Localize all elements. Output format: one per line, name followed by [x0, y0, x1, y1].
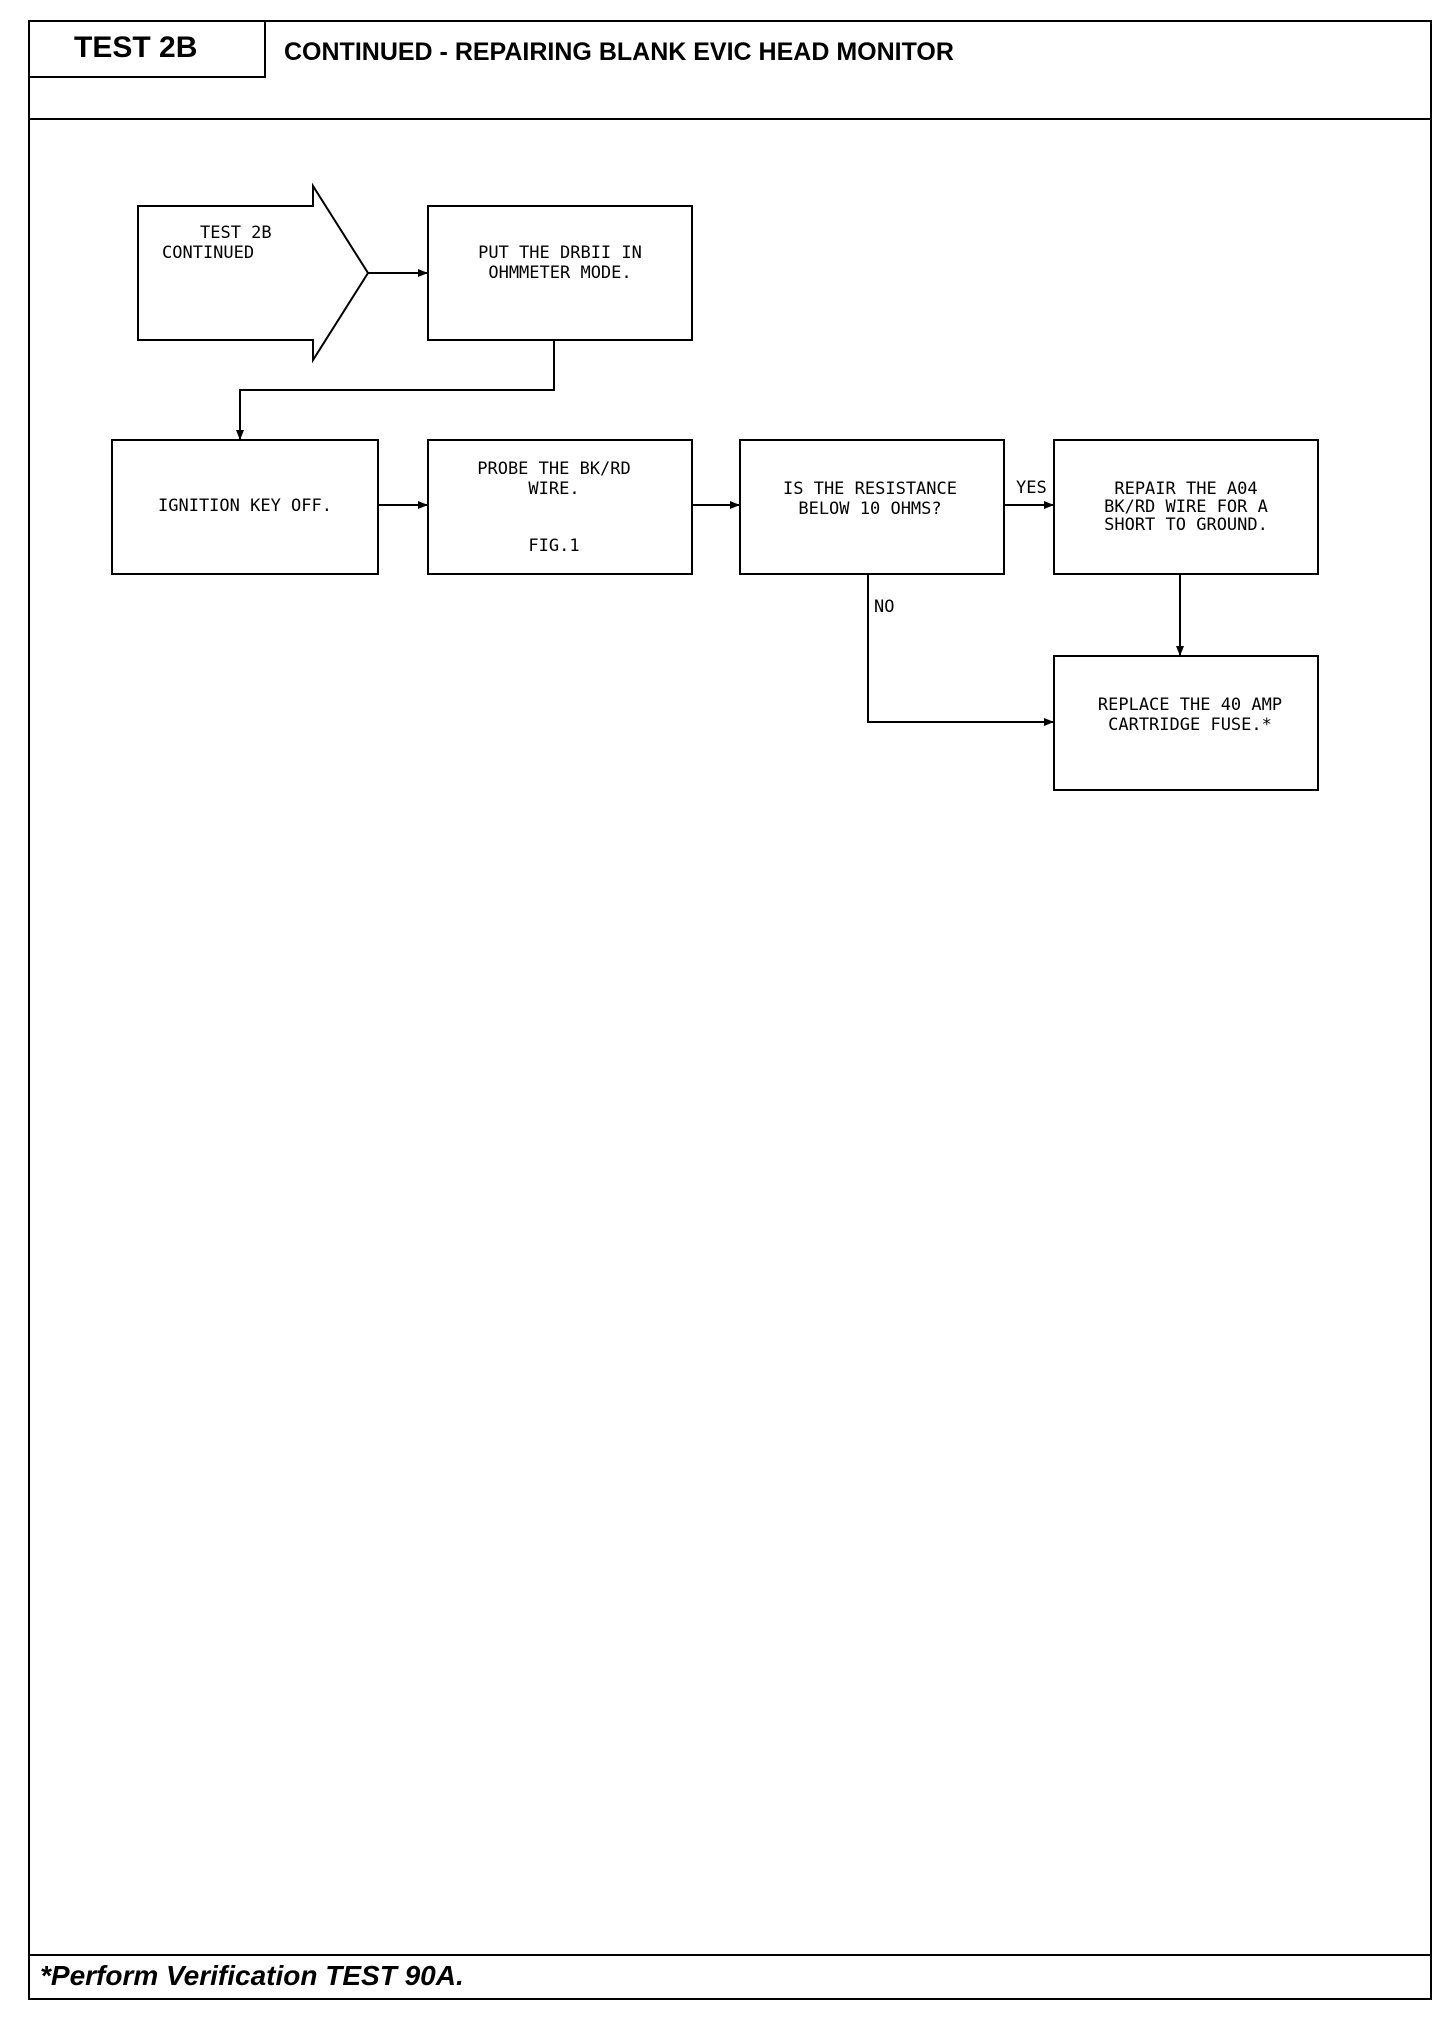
label-yes: YES: [1016, 478, 1047, 498]
step-replace-line2: CARTRIDGE FUSE.*: [1108, 715, 1272, 735]
step-repair-line2: BK/RD WIRE FOR A: [1104, 497, 1268, 517]
decision-resistance-line2: BELOW 10 OHMS?: [798, 499, 941, 519]
entry-line1: TEST 2B: [200, 223, 272, 243]
step-probe-box: [427, 439, 693, 575]
step-replace-box: [1053, 655, 1319, 791]
step-replace-line1: REPLACE THE 40 AMP: [1098, 695, 1282, 715]
step-probe-line2: WIRE.: [528, 479, 579, 499]
page-frame: TEST 2B CONTINUED - REPAIRING BLANK EVIC…: [28, 20, 1432, 2000]
page-title: CONTINUED - REPAIRING BLANK EVIC HEAD MO…: [284, 38, 954, 66]
step-ignition-line1: IGNITION KEY OFF.: [158, 496, 332, 516]
step-probe-line1: PROBE THE BK/RD: [477, 459, 631, 479]
decision-resistance-box: [739, 439, 1005, 575]
footer-note: *Perform Verification TEST 90A.: [30, 1954, 1430, 1998]
step-probe-fig: FIG.1: [528, 536, 579, 556]
step-ignition-box: [111, 439, 379, 575]
step-drbii-box: [427, 205, 693, 341]
connector-drbii-ignition: [236, 341, 555, 440]
step-repair-line1: REPAIR THE A04: [1114, 479, 1257, 499]
step-drbii-line2: OHMMETER MODE.: [488, 263, 631, 283]
step-repair-box: [1053, 439, 1319, 575]
entry-arrow-shape: [137, 182, 370, 364]
entry-line2: CONTINUED: [162, 243, 254, 263]
connector-no: [867, 574, 1054, 726]
decision-resistance-line1: IS THE RESISTANCE: [783, 479, 957, 499]
test-label: TEST 2B: [30, 22, 266, 78]
step-repair-line3: SHORT TO GROUND.: [1104, 515, 1268, 535]
label-no: NO: [874, 597, 894, 617]
header: TEST 2B CONTINUED - REPAIRING BLANK EVIC…: [30, 22, 1430, 120]
step-drbii-line1: PUT THE DRBII IN: [478, 243, 642, 263]
